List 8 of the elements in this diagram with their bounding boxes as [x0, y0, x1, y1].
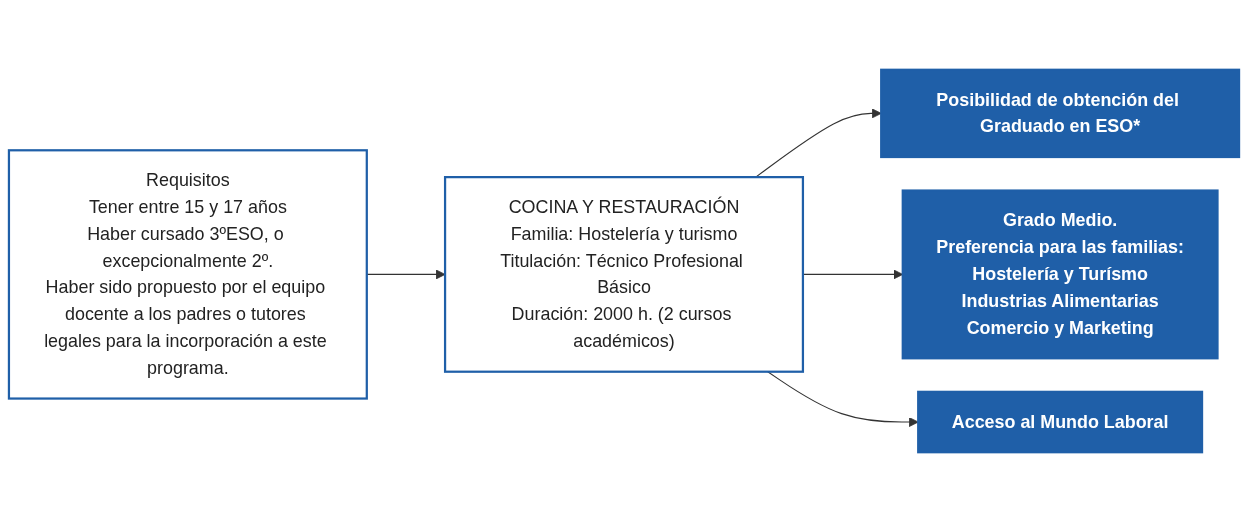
arrow [366, 269, 446, 280]
node-box: Acceso al Mundo Laboral [917, 390, 1204, 454]
node-box: Posibilidad de obtención del Graduado en ESO* [880, 68, 1241, 159]
node-box: Grado Medio. Preferencia para las familias: Hostelería y Turísmo Industrias Alimentarias Comercio y Marketing [901, 189, 1219, 360]
node-box: COCINA Y RESTAURACIÓN Familia: Hostelería y turismo Titulación: Técnico Profesional Básico Duración: 2000 h. (2 cursos académicos) [443, 176, 805, 373]
arrow [755, 108, 882, 178]
node-box: Requisitos Tener entre 15 y 17 años Haber cursado 3ºESO, o excepcionalmente 2º. Haber sido propuesto por el equipo docente a los padres o tutores legales para la incorporación a este programa. [7, 149, 368, 400]
arrow [767, 371, 919, 427]
